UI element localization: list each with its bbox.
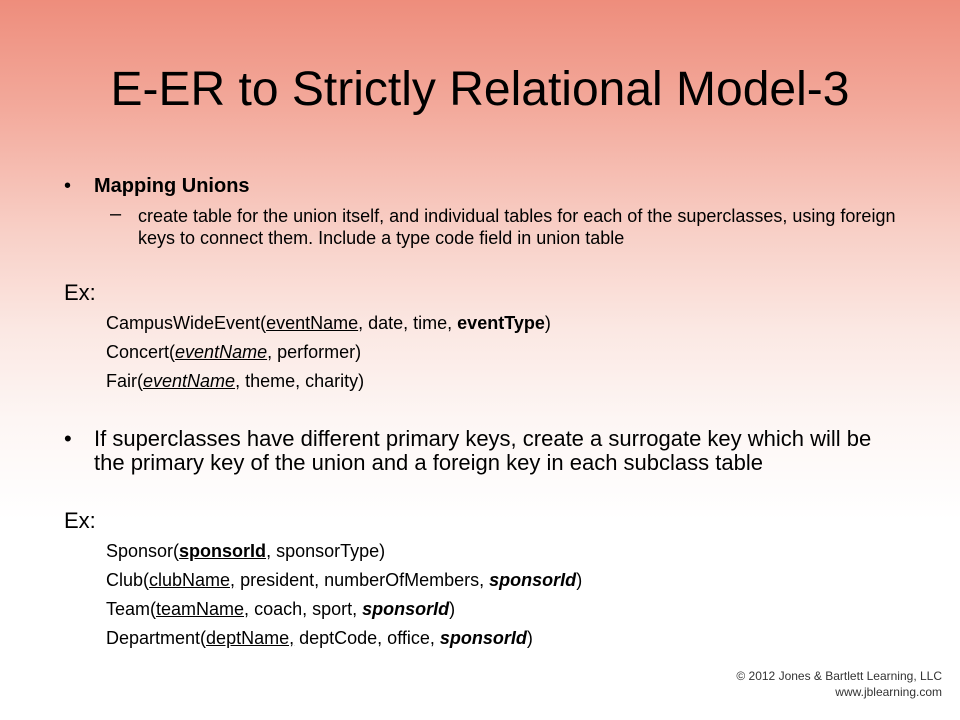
foreign-key: sponsorId xyxy=(489,570,577,590)
relation-name: Concert( xyxy=(106,342,176,362)
bullet-heading: Mapping Unions xyxy=(94,175,250,197)
slide-title: E-ER to Strictly Relational Model-3 xyxy=(110,63,850,116)
primary-key: clubName, xyxy=(149,570,236,590)
relation-attributes: , date, time, xyxy=(358,313,458,333)
union-description: create table for the union itself, and i… xyxy=(138,206,896,248)
relation-name: Department( xyxy=(106,628,207,648)
dash-icon: – xyxy=(110,203,122,225)
relation-attributes: deptCode, office, xyxy=(294,628,440,648)
bullet-icon: • xyxy=(64,426,72,451)
relation-name: Fair( xyxy=(106,371,143,391)
relation-attributes: , performer) xyxy=(267,342,362,362)
bullet-icon: • xyxy=(64,175,72,197)
relation-campuswideevent: CampusWideEvent(eventName, date, time, e… xyxy=(106,312,551,334)
primary-key: teamName, xyxy=(156,599,250,619)
copyright-notice: © 2012 Jones & Bartlett Learning, LLC ww… xyxy=(736,668,942,700)
primary-key: eventName xyxy=(266,313,359,333)
relation-close: ) xyxy=(526,628,533,648)
relation-attributes: coach, sport, xyxy=(249,599,363,619)
primary-key: eventName xyxy=(143,371,236,391)
publisher-url: www.jblearning.com xyxy=(835,685,942,699)
primary-key: eventName xyxy=(175,342,268,362)
relation-name: Sponsor( xyxy=(106,541,180,561)
foreign-key: sponsorId xyxy=(439,628,527,648)
relation-attributes: president, numberOfMembers, xyxy=(235,570,490,590)
relation-team: Team(teamName, coach, sport, sponsorId) xyxy=(106,598,455,620)
surrogate-key-text: If superclasses have different primary k… xyxy=(94,426,872,475)
relation-attributes: , theme, charity) xyxy=(235,371,365,391)
relation-fair: Fair(eventName, theme, charity) xyxy=(106,370,364,392)
relation-name: Club( xyxy=(106,570,150,590)
relation-attributes: , sponsorType) xyxy=(266,541,386,561)
bullet-mapping-unions: • Mapping Unions xyxy=(64,173,250,199)
relation-sponsor: Sponsor(sponsorId, sponsorType) xyxy=(106,540,385,562)
copyright-line: © 2012 Jones & Bartlett Learning, LLC xyxy=(736,669,942,683)
relation-name: Team( xyxy=(106,599,157,619)
relation-close: ) xyxy=(544,313,551,333)
type-field: eventType xyxy=(457,313,545,333)
relation-department: Department(deptName, deptCode, office, s… xyxy=(106,627,533,649)
primary-key: deptName, xyxy=(206,628,295,648)
relation-concert: Concert(eventName, performer) xyxy=(106,341,361,363)
example-label-1: Ex: xyxy=(64,280,96,305)
relation-club: Club(clubName, president, numberOfMember… xyxy=(106,569,582,591)
primary-key: sponsorId xyxy=(179,541,267,561)
relation-close: ) xyxy=(449,599,456,619)
relation-name: CampusWideEvent( xyxy=(106,313,267,333)
example-label-2: Ex: xyxy=(64,508,96,533)
relation-close: ) xyxy=(576,570,583,590)
foreign-key: sponsorId xyxy=(362,599,450,619)
